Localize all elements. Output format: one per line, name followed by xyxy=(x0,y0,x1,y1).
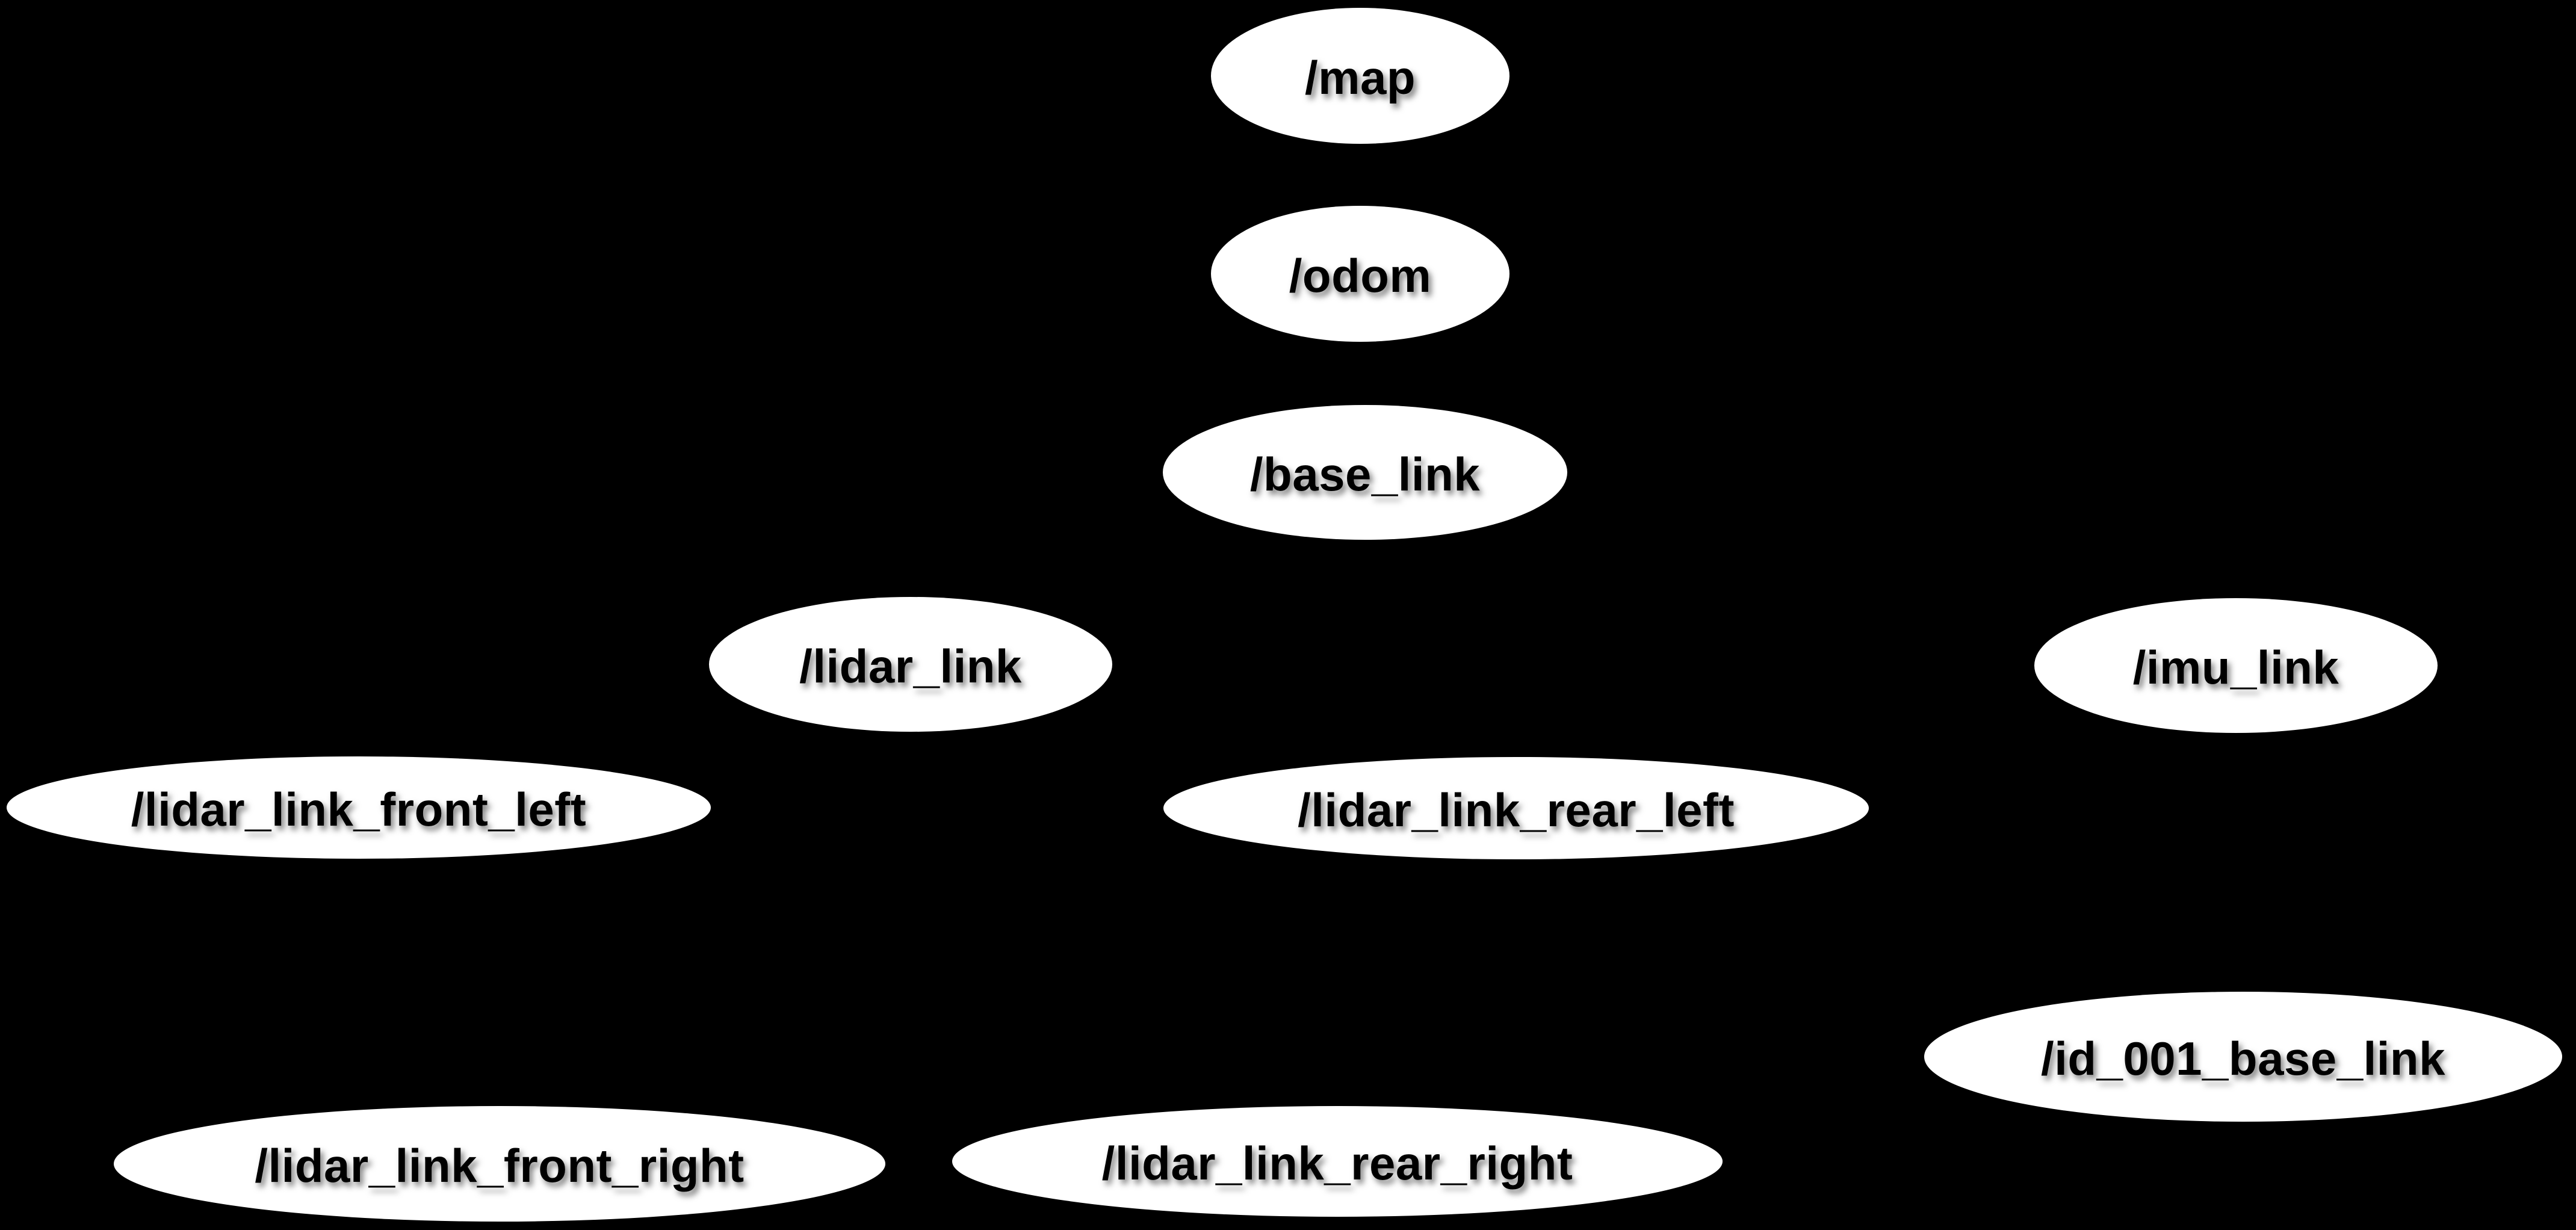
node-lidar-link-front-left: /lidar_link_front_left xyxy=(7,756,711,859)
node-label: /id_001_base_link xyxy=(2041,1032,2445,1086)
node-lidar-link-rear-left: /lidar_link_rear_left xyxy=(1163,757,1869,859)
node-lidar-link-front-right: /lidar_link_front_right xyxy=(114,1106,885,1222)
node-label: /lidar_link_front_left xyxy=(131,783,587,836)
node-id-001-base-link: /id_001_base_link xyxy=(1924,992,2562,1122)
node-label: /map xyxy=(1304,51,1416,105)
node-label: /lidar_link xyxy=(799,640,1022,693)
node-base-link: /base_link xyxy=(1163,405,1567,540)
node-label: /lidar_link_rear_left xyxy=(1298,783,1735,837)
node-label: /odom xyxy=(1289,249,1432,303)
node-odom: /odom xyxy=(1211,206,1509,342)
node-map: /map xyxy=(1211,8,1509,144)
node-label: /lidar_link_front_right xyxy=(255,1139,745,1193)
node-label: /base_link xyxy=(1249,448,1481,501)
node-imu-link: /imu_link xyxy=(2034,598,2438,733)
node-lidar-link-rear-right: /lidar_link_rear_right xyxy=(952,1106,1723,1217)
node-label: /imu_link xyxy=(2132,641,2339,694)
node-lidar-link: /lidar_link xyxy=(709,597,1112,732)
node-label: /lidar_link_rear_right xyxy=(1101,1137,1573,1190)
